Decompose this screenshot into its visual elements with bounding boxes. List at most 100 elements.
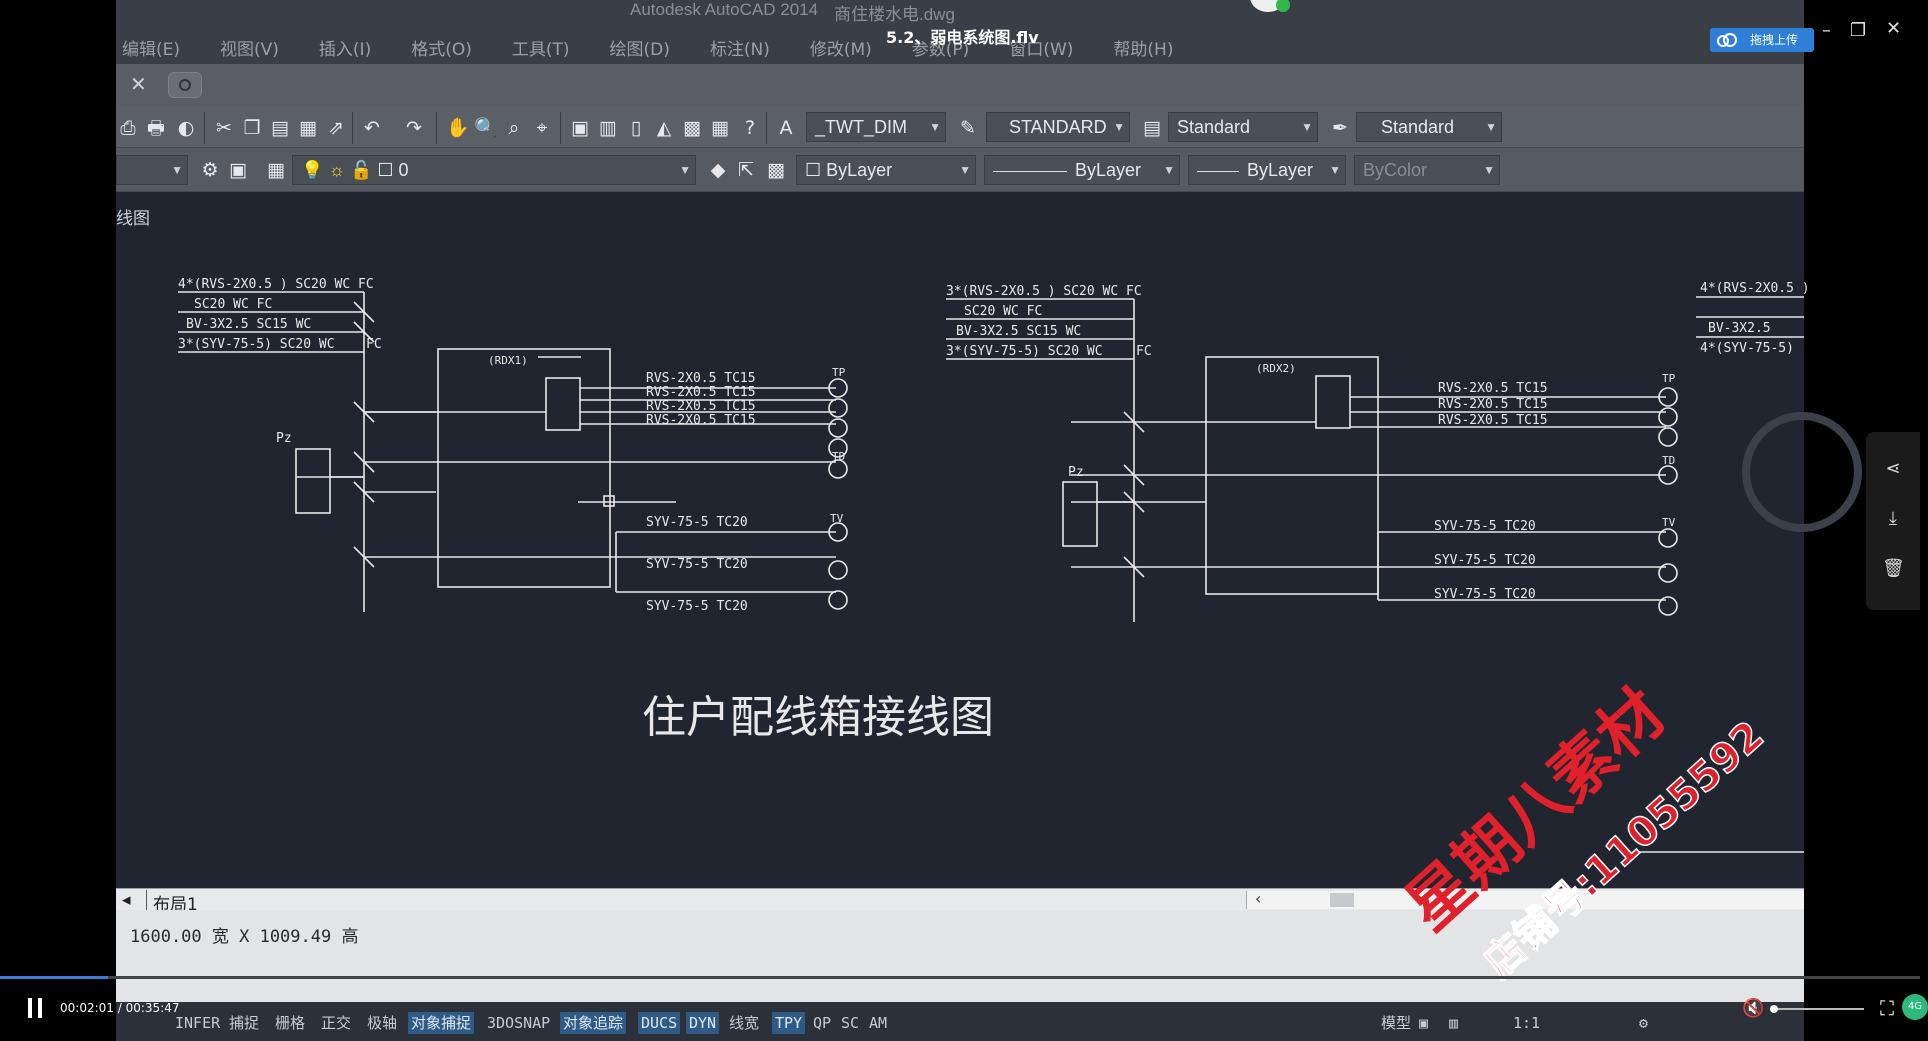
menu-modify[interactable]: 修改(M) xyxy=(809,39,872,60)
volume-knob[interactable] xyxy=(1770,1005,1779,1013)
share-icon[interactable]: ⋖ xyxy=(1885,458,1901,479)
make-current-layer-icon[interactable]: ◆ xyxy=(710,159,726,181)
restore-icon[interactable]: ❐ xyxy=(1850,20,1867,41)
quick-view-drawings-icon[interactable]: ▥ xyxy=(1449,1014,1459,1032)
markup-icon[interactable]: ▩ xyxy=(683,117,701,139)
mute-icon[interactable]: 🔇 xyxy=(1742,998,1765,1019)
close-icon[interactable]: ✕ xyxy=(1886,18,1902,39)
layer-select[interactable]: 💡 ☼ 🔓 ☐ 0▼ xyxy=(292,155,696,185)
lineweight-select[interactable]: ByLayer▼ xyxy=(1188,155,1346,185)
volume-slider[interactable] xyxy=(1770,1005,1864,1013)
status-ortho[interactable]: 正交 xyxy=(321,1014,352,1032)
menu-tools[interactable]: 工具(T) xyxy=(511,39,570,60)
copy-icon[interactable]: ❐ xyxy=(243,117,261,139)
left-rvs-4: RVS-2X0.5 TC15 xyxy=(646,413,756,428)
properties-icon[interactable]: ▣ xyxy=(571,117,589,139)
status-grid[interactable]: 栅格 xyxy=(275,1014,306,1032)
text-style-icon[interactable]: A xyxy=(779,117,793,139)
viewcube-compass[interactable] xyxy=(1742,412,1862,532)
dim-style-select[interactable]: STANDARD▼ xyxy=(986,112,1130,142)
help-icon[interactable]: ? xyxy=(744,117,756,139)
download-icon[interactable]: ⤓ xyxy=(1889,508,1897,529)
pan-icon[interactable]: ✋ xyxy=(446,117,470,139)
layer-states-icon[interactable]: ▦ xyxy=(267,159,285,181)
status-lineweight[interactable]: 线宽 xyxy=(729,1014,760,1032)
user-avatar[interactable] xyxy=(1250,0,1290,12)
match-properties-icon[interactable]: ▦ xyxy=(299,117,317,139)
delete-icon[interactable]: 🗑 xyxy=(1882,558,1905,579)
status-tpy[interactable]: TPY xyxy=(772,1012,806,1034)
tool-palettes-icon[interactable]: ▯ xyxy=(630,117,642,139)
calculator-icon[interactable]: ▦ xyxy=(711,117,729,139)
menu-view[interactable]: 视图(V) xyxy=(220,39,279,60)
menu-dimension[interactable]: 标注(N) xyxy=(709,39,770,60)
menu-format[interactable]: 格式(O) xyxy=(411,39,472,60)
annotation-scale[interactable]: 1:1 xyxy=(1513,1014,1541,1032)
menu-window[interactable]: 窗口(W) xyxy=(1009,39,1074,60)
speed-badge[interactable]: 4G xyxy=(1902,994,1928,1020)
multileader-style-select[interactable]: Standard▼ xyxy=(1356,112,1502,142)
status-dyn[interactable]: DYN xyxy=(686,1012,720,1034)
status-am[interactable]: AM xyxy=(869,1014,888,1032)
status-qp[interactable]: QP xyxy=(813,1014,832,1032)
layer-manager-icon[interactable]: ▣ xyxy=(229,159,247,181)
menu-draw[interactable]: 绘图(D) xyxy=(609,39,670,60)
plot-preview-icon[interactable]: ⎙ xyxy=(120,117,136,139)
linetype-select[interactable]: ByLayer▼ xyxy=(984,155,1180,185)
undo-icon[interactable]: ↶ xyxy=(364,117,380,139)
cut-icon[interactable]: ✂ xyxy=(216,117,232,139)
dim-style-icon[interactable]: ✎ xyxy=(960,117,976,139)
close-tab-icon[interactable]: ✕ xyxy=(130,72,147,96)
paste-icon[interactable]: ▤ xyxy=(271,117,289,139)
status-infer[interactable]: INFER xyxy=(175,1014,221,1032)
fullscreen-icon[interactable]: ⛶ xyxy=(1880,996,1894,1020)
block-editor-icon[interactable]: ⇗ xyxy=(328,117,344,139)
menu-edit[interactable]: 编辑(E) xyxy=(122,39,181,60)
workspace-settings-icon[interactable]: ⚙ xyxy=(201,159,219,181)
partial-line-1: 4*(RVS-2X0.5 ) xyxy=(1700,281,1810,296)
menu-insert[interactable]: 插入(I) xyxy=(318,39,372,60)
upload-button[interactable]: 拖拽上传 xyxy=(1710,28,1814,52)
workspace-select[interactable]: ▼ xyxy=(116,155,188,185)
status-osnap[interactable]: 对象捕捉 xyxy=(408,1012,475,1034)
menu-parameter[interactable]: 参数(P) xyxy=(911,39,970,60)
status-3dosnap[interactable]: 3DOSNAP xyxy=(487,1014,551,1032)
standard-toolbar: ⎙ 🖶 ◐ ✂ ❐ ▤ ▦ ⇗ ↶ ↷ ✋ 🔍 ⌕ ⌖ ▣ ▥ ▯ ◭ ▩ ▦ … xyxy=(116,106,1804,148)
layer-match-icon[interactable]: ▩ xyxy=(767,159,785,181)
text-style-select[interactable]: _TWT_DIM▼ xyxy=(806,112,946,142)
print-icon[interactable]: 🖶 xyxy=(147,117,165,139)
table-style-icon[interactable]: ▤ xyxy=(1143,117,1161,139)
drawing-canvas[interactable]: 线图 xyxy=(116,192,1862,888)
workspace-switch-icon[interactable]: ⚙ xyxy=(1639,1014,1649,1032)
scroll-thumb[interactable] xyxy=(1330,893,1354,907)
status-sc[interactable]: SC xyxy=(841,1014,860,1032)
plotstyle-select[interactable]: ByColor▼ xyxy=(1354,155,1500,185)
zoom-previous-icon[interactable]: ⌖ xyxy=(536,117,548,139)
publish-icon[interactable]: ◐ xyxy=(177,117,195,139)
multileader-style-icon[interactable]: ✒ xyxy=(1332,117,1348,139)
design-center-icon[interactable]: ▥ xyxy=(599,117,617,139)
file-tab-strip: ✕ xyxy=(116,64,1804,106)
status-snap[interactable]: 捕捉 xyxy=(229,1014,260,1032)
status-otrack[interactable]: 对象追踪 xyxy=(560,1012,627,1034)
scroll-left-icon[interactable]: ‹ xyxy=(1255,889,1262,908)
redo-icon[interactable]: ↷ xyxy=(406,117,422,139)
status-model[interactable]: 模型 xyxy=(1381,1014,1412,1032)
minimize-icon[interactable]: – xyxy=(1822,20,1831,41)
table-style-select[interactable]: Standard▼ xyxy=(1168,112,1318,142)
layer-previous-icon[interactable]: ⇱ xyxy=(738,159,754,181)
horizontal-scrollbar[interactable]: ‹ xyxy=(1246,889,1804,909)
new-tab-button[interactable] xyxy=(168,72,202,98)
zoom-window-icon[interactable]: ⌕ xyxy=(508,117,520,139)
zoom-realtime-icon[interactable]: 🔍 xyxy=(474,117,498,139)
layout-nav-icon[interactable]: ◂ xyxy=(122,890,131,910)
status-ducs[interactable]: DUCS xyxy=(638,1012,681,1034)
pause-button[interactable] xyxy=(24,996,48,1020)
command-line[interactable]: 1600.00 宽 X 1009.49 高 xyxy=(116,910,1804,1002)
progress-bar[interactable] xyxy=(0,976,1920,979)
color-select[interactable]: ☐ ByLayer▼ xyxy=(796,155,976,185)
menu-help[interactable]: 帮助(H) xyxy=(1113,39,1174,60)
quick-view-layouts-icon[interactable]: ▣ xyxy=(1419,1014,1429,1032)
sheet-set-icon[interactable]: ◭ xyxy=(656,117,672,139)
status-polar[interactable]: 极轴 xyxy=(367,1014,398,1032)
